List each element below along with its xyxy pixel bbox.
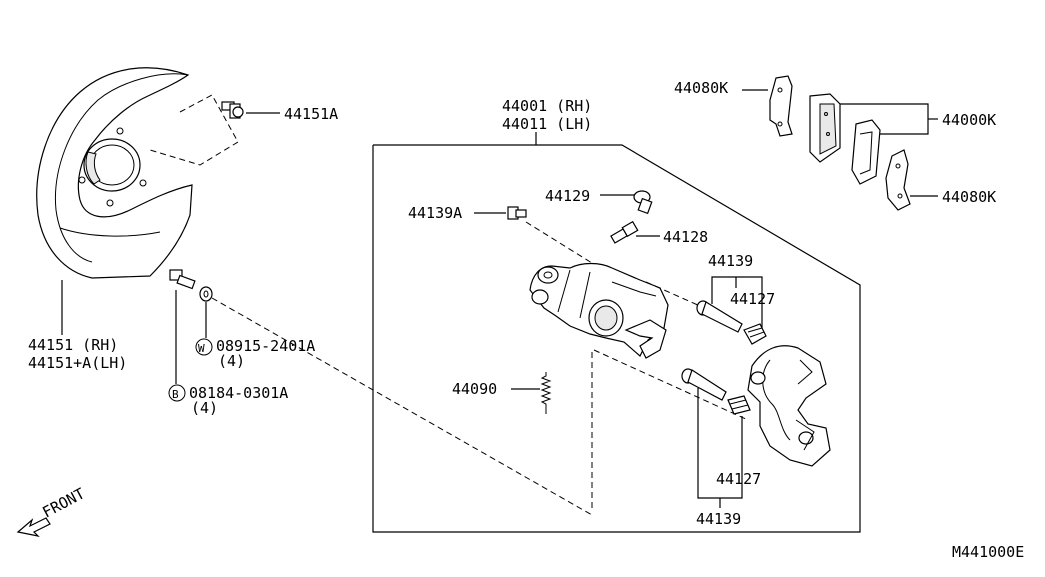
label-front: FRONT: [39, 484, 87, 521]
caliper-mount-dash: [211, 297, 593, 516]
bleeder-screw-icon: [610, 220, 639, 244]
spring-icon: [540, 372, 552, 414]
bracket-dash: [593, 349, 749, 421]
label-shim-kit-right: 44080K: [942, 188, 996, 206]
caliper-body: [529, 262, 669, 359]
front-arrow-icon: [16, 517, 51, 537]
label-shield-lh: 44151+A(LH): [28, 354, 127, 372]
guide-pin-bottom-icon: [681, 368, 727, 401]
label-spring: 44090: [452, 380, 497, 398]
mounting-bracket: [747, 345, 831, 467]
washer-symbol: W: [198, 342, 205, 355]
washer-icon: [199, 286, 213, 302]
bleeder-cap-icon: [633, 190, 653, 215]
dust-shield: [36, 67, 193, 279]
washer-symbol-icon: [195, 338, 213, 356]
caliper-bolt-icon: [507, 206, 527, 220]
label-washer-part: 08915-2401A: [216, 337, 315, 355]
label-boot-top: 44127: [730, 290, 775, 308]
label-bolt-qty: (4): [191, 399, 218, 417]
pad-inner-icon: [851, 119, 881, 185]
label-caliper-rh: 44001 (RH): [502, 97, 592, 115]
label-shim-kit-top: 44080K: [674, 79, 728, 97]
pad-outer-icon: [809, 93, 841, 163]
label-boot-bottom: 44127: [716, 470, 761, 488]
label-bleeder: 44128: [663, 228, 708, 246]
shield-bolt-icon: [221, 101, 244, 119]
label-bleeder-cap: 44129: [545, 187, 590, 205]
label-bolt-part: 08184-0301A: [189, 384, 288, 402]
bolt-symbol-icon: [168, 384, 186, 402]
guide-pin-top-icon: [696, 300, 743, 333]
label-caliper-bolt: 44139A: [408, 204, 462, 222]
label-caliper-lh: 44011 (LH): [502, 115, 592, 133]
caliper-assembly-frame: [372, 144, 861, 533]
mounting-bolt-icon: [169, 269, 196, 290]
label-pad-kit: 44000K: [942, 111, 996, 129]
shim-right-icon: [885, 149, 911, 211]
shim-top-icon: [769, 75, 793, 137]
boot-bottom-icon: [727, 395, 751, 415]
label-shield-rh: 44151 (RH): [28, 336, 118, 354]
label-pin-bottom: 44139: [696, 510, 741, 528]
label-washer-qty: (4): [218, 352, 245, 370]
label-shield-bolt: 44151A: [284, 105, 338, 123]
bolt-symbol: B: [172, 388, 179, 401]
label-pin-top: 44139: [708, 252, 753, 270]
shield-bolt-dash: [149, 94, 239, 166]
caliper-bolt-dash: [525, 221, 601, 269]
diagram-code: M441000E: [952, 543, 1024, 561]
boot-top-icon: [743, 323, 767, 345]
